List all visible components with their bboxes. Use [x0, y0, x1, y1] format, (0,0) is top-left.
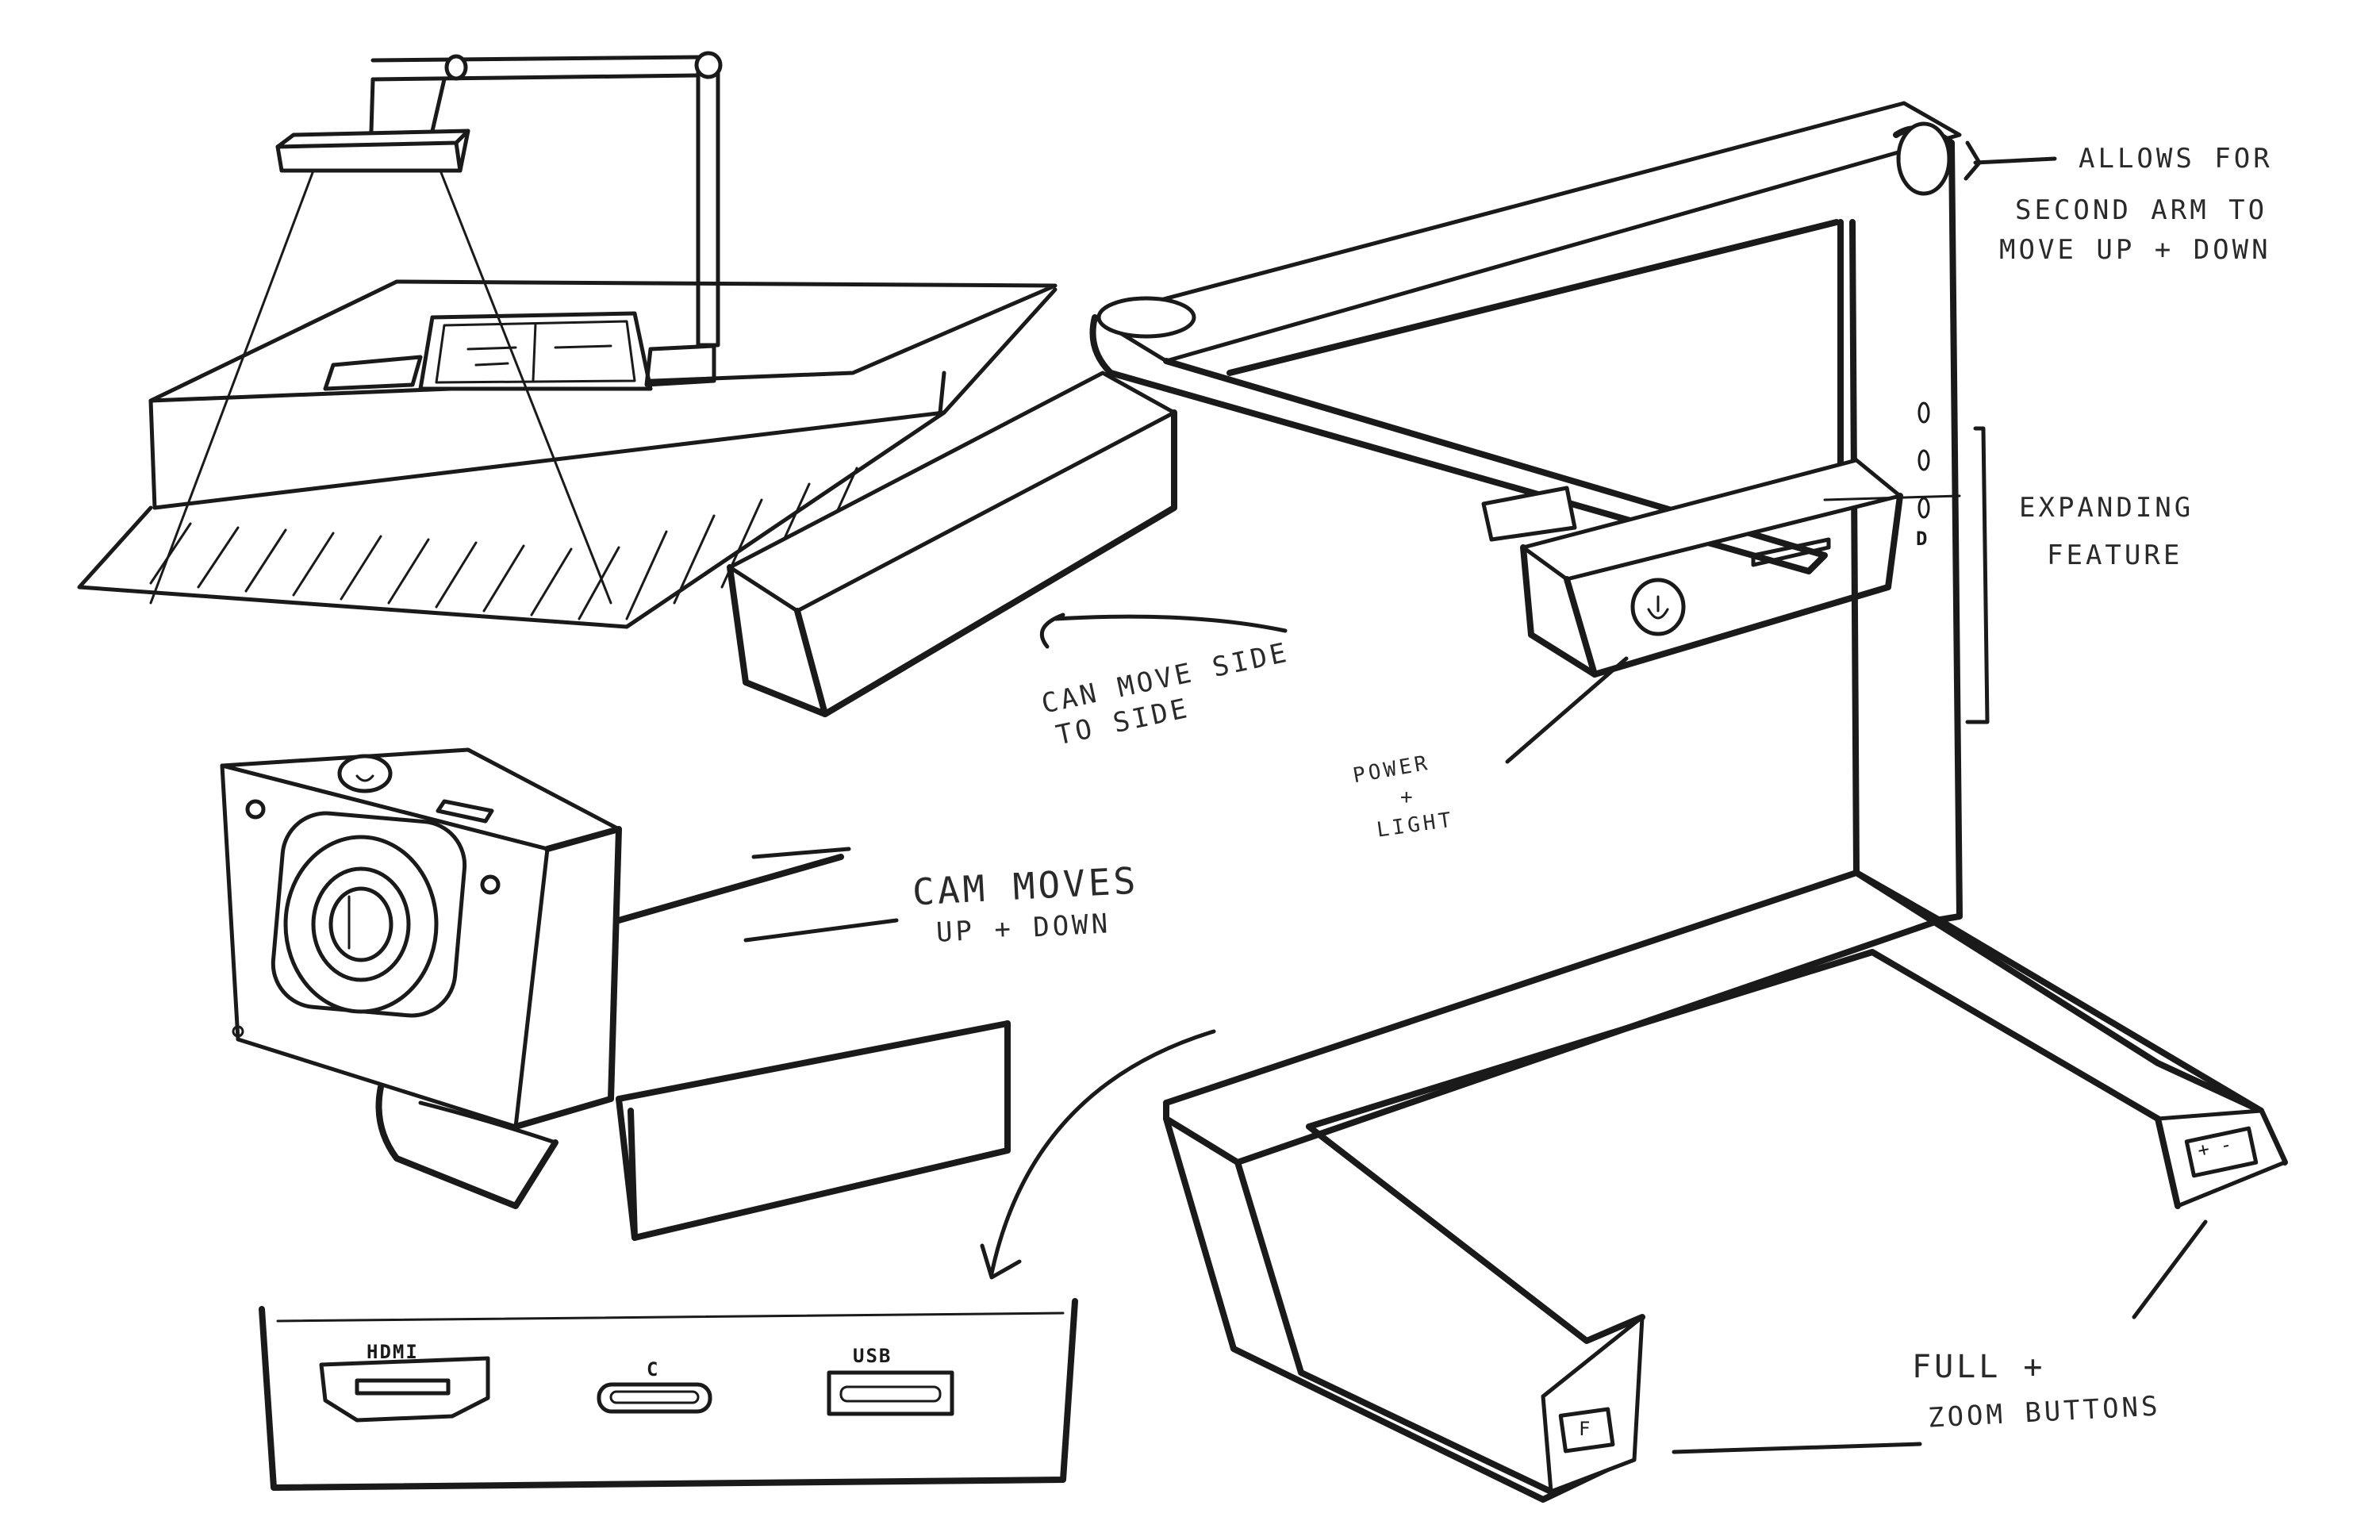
leader-lines	[743, 140, 2208, 1454]
port-label-hdmi: HDMI	[367, 1341, 419, 1363]
note-full-zoom-line1: FULL +	[1912, 1349, 2046, 1385]
port-label-usb-c: C	[647, 1358, 660, 1381]
camera-closeup-sketch	[220, 747, 1011, 1241]
port-label-usb: USB	[853, 1345, 892, 1367]
note-allows-for-line2: SECOND ARM TO	[2015, 194, 2268, 226]
note-allows-for-line3: MOVE UP + DOWN	[1999, 234, 2271, 266]
full-button-label: F	[1579, 1418, 1591, 1440]
main-stand-sketch	[727, 101, 2288, 1503]
scene-sketch	[77, 51, 1058, 629]
note-power-line2: +	[1400, 785, 1416, 809]
note-expanding-line2: FEATURE	[2047, 540, 2183, 571]
note-expanding-line1: EXPANDING	[2019, 492, 2194, 524]
port-panel-sketch	[259, 1298, 1078, 1491]
arm-mark-label: D	[1916, 528, 1928, 550]
note-allows-for-line1: ALLOWS FOR	[2079, 143, 2273, 175]
